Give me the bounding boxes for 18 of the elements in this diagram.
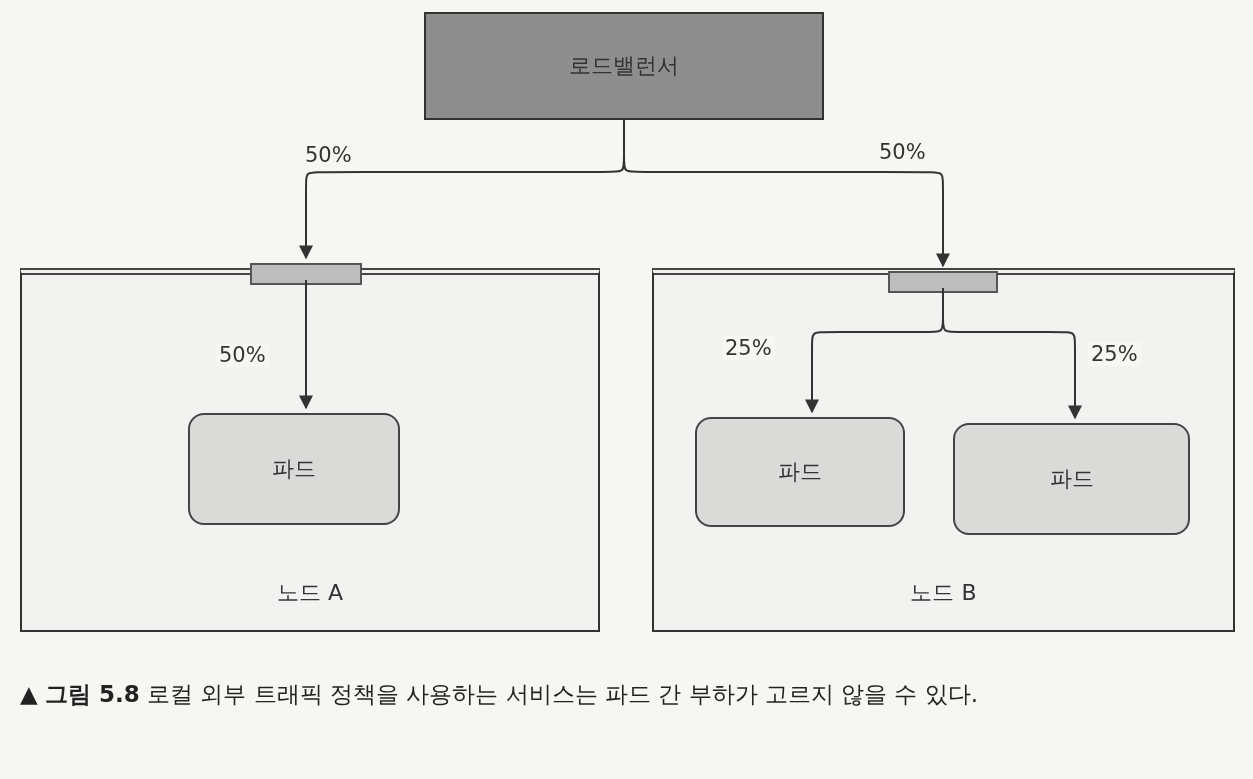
load-balancer-box xyxy=(424,12,824,120)
node-box xyxy=(652,268,1235,632)
pod-box xyxy=(188,413,400,525)
edge-label: 25% xyxy=(722,336,775,360)
connector-bar xyxy=(888,271,998,293)
pod-box xyxy=(695,417,905,527)
pod-label: 파드 xyxy=(1049,465,1094,493)
pod-label: 파드 xyxy=(272,455,316,483)
edge-label: 50% xyxy=(216,343,269,367)
edge-label: 25% xyxy=(1088,342,1141,366)
arrow xyxy=(299,279,313,410)
node-label: 노드 A xyxy=(276,579,343,607)
box-label: 로드밸런서 xyxy=(569,52,679,80)
pod-label: 파드 xyxy=(778,458,822,486)
connector-bar xyxy=(250,263,362,285)
node-label: 노드 B xyxy=(910,579,977,607)
figure-caption: ▲ 그림 5.8 로컬 외부 트래픽 정책을 사용하는 서비스는 파드 간 부하가 고르지 않을 수 있다. xyxy=(20,680,980,709)
pod-box xyxy=(953,423,1190,535)
